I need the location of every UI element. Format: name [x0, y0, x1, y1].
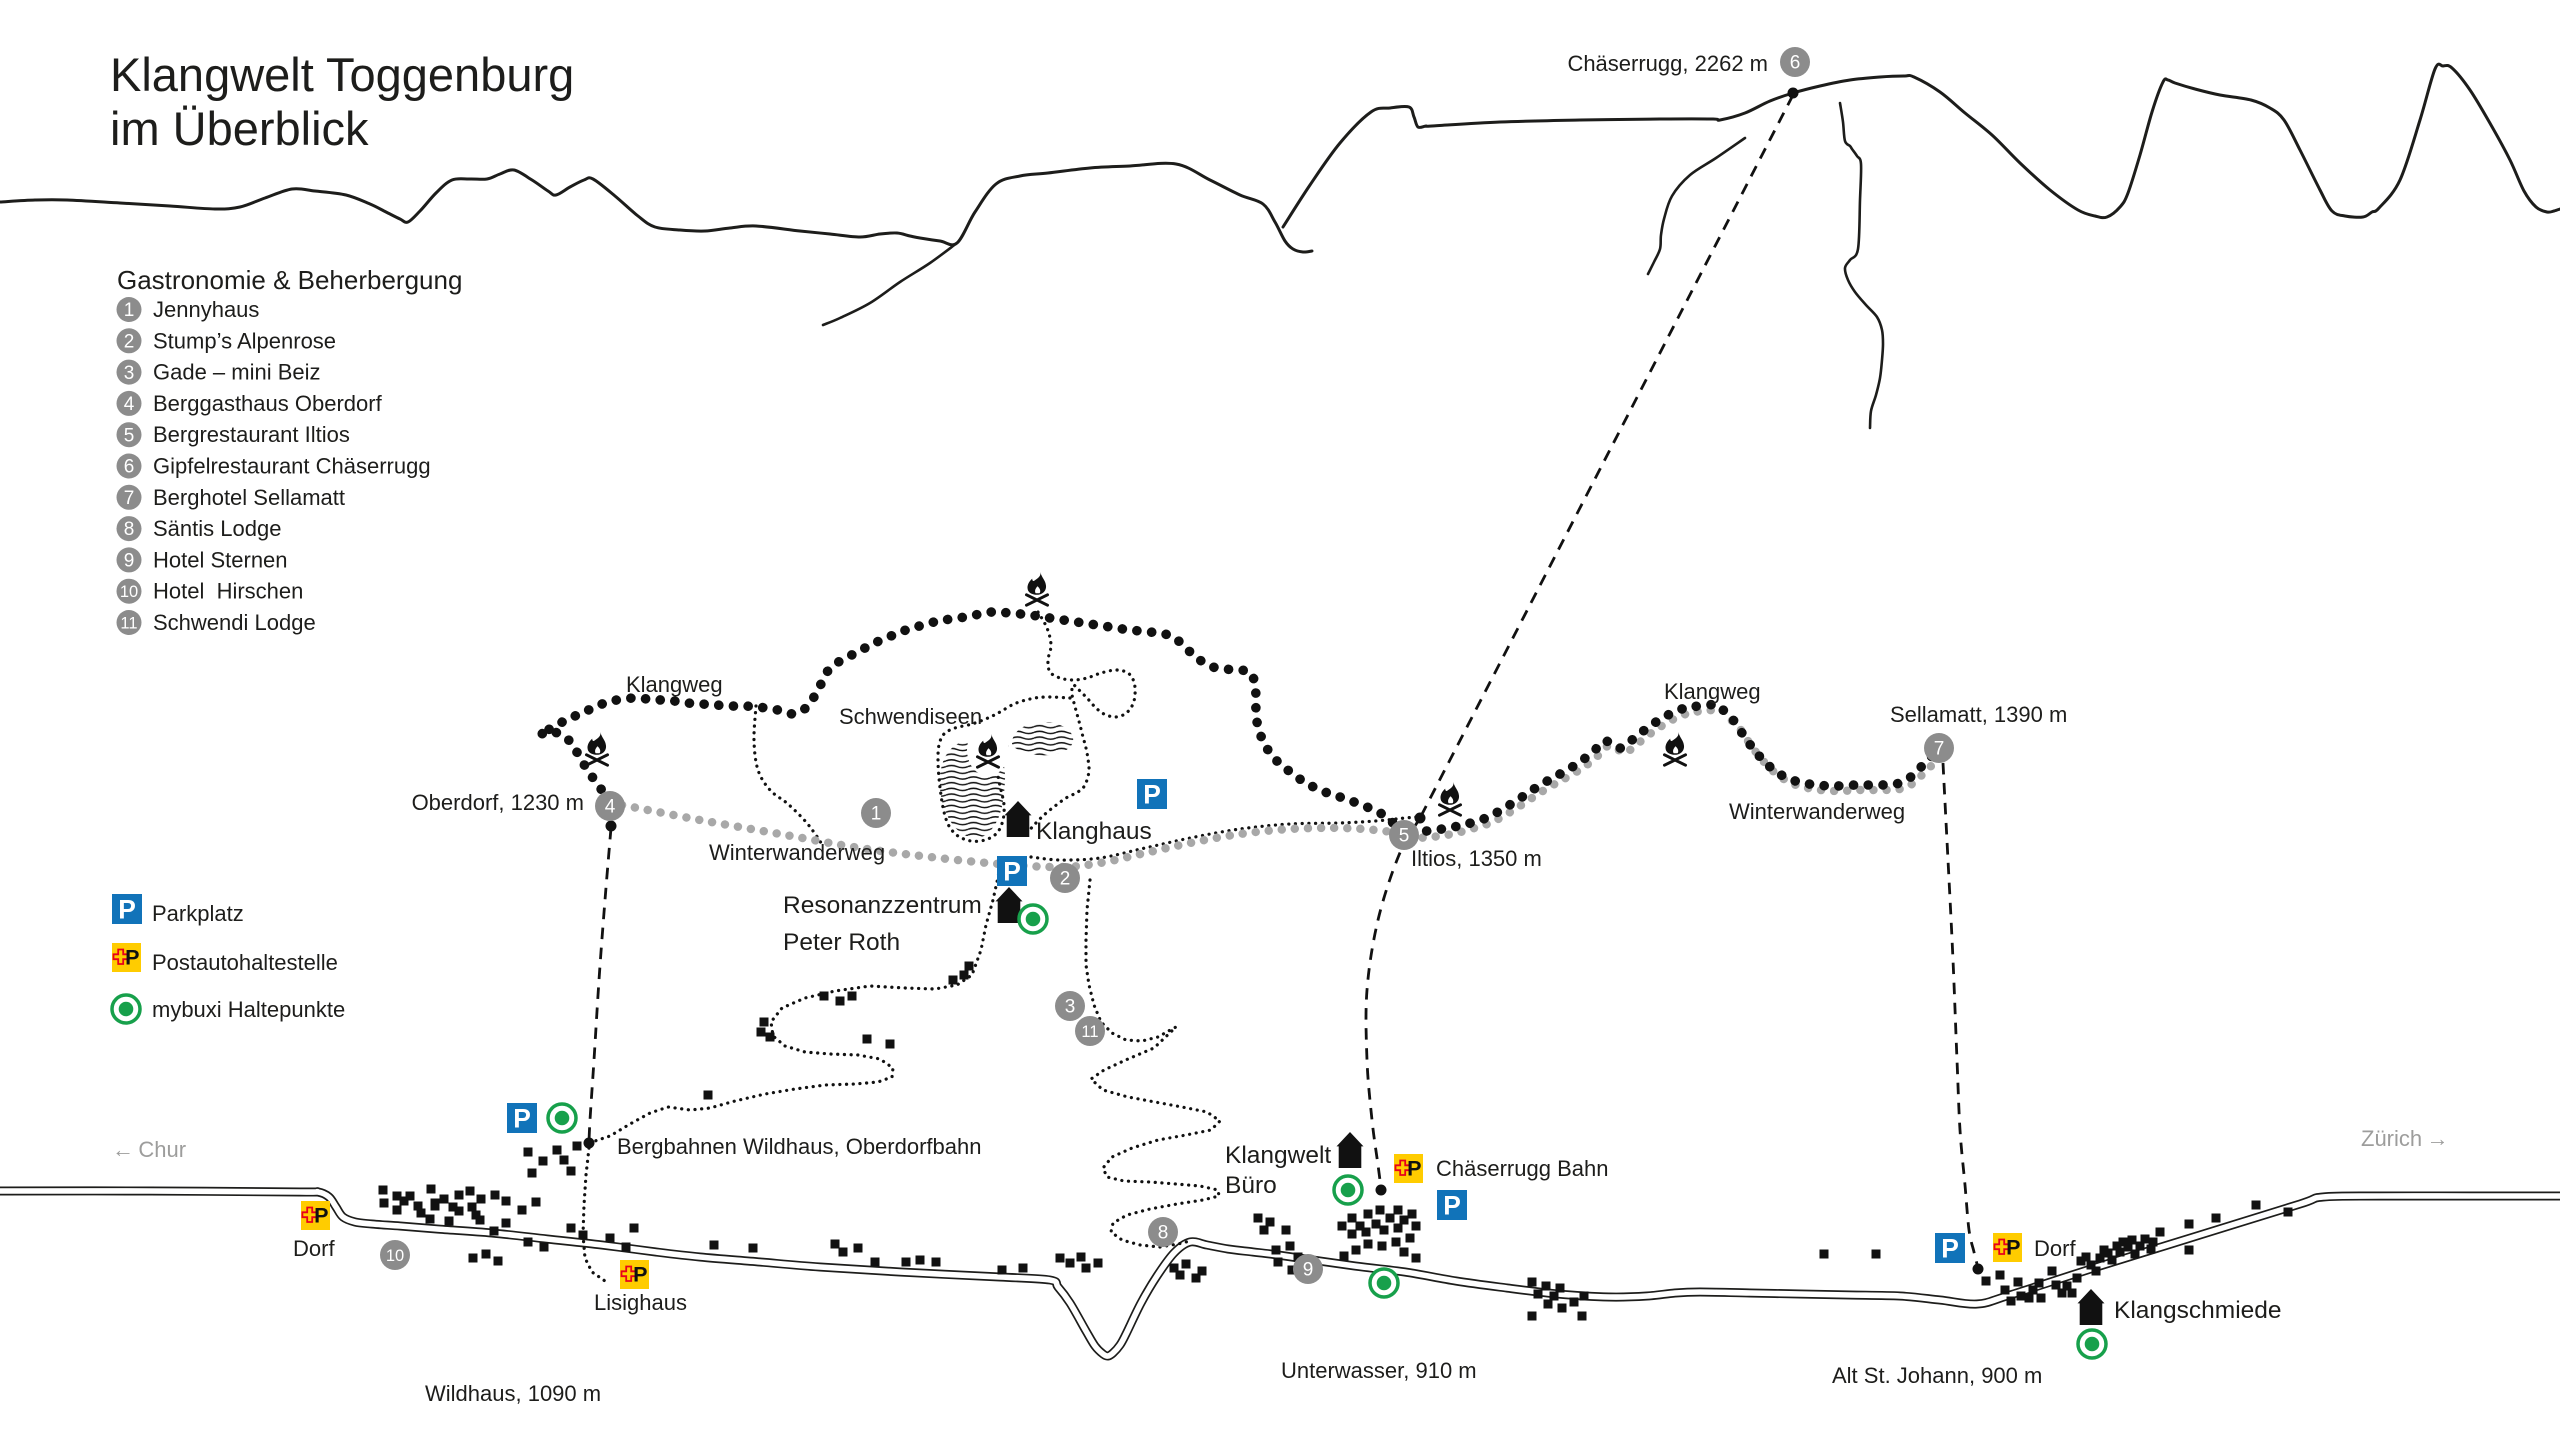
svg-text:Säntis Lodge: Säntis Lodge	[153, 516, 281, 541]
svg-text:P: P	[314, 1204, 328, 1228]
svg-text:P: P	[1443, 1191, 1461, 1221]
svg-text:10: 10	[120, 583, 138, 601]
svg-text:Klangwelt: Klangwelt	[1225, 1142, 1331, 1169]
svg-text:1: 1	[124, 300, 135, 321]
svg-text:Chäserrugg Bahn: Chäserrugg Bahn	[1436, 1156, 1608, 1181]
svg-text:11: 11	[120, 614, 137, 632]
svg-text:6: 6	[124, 457, 135, 478]
svg-text:7: 7	[1934, 739, 1945, 760]
svg-text:P: P	[1941, 1234, 1959, 1264]
svg-text:Winterwanderweg: Winterwanderweg	[1729, 799, 1905, 824]
svg-text:Klangschmiede: Klangschmiede	[2114, 1297, 2282, 1324]
svg-text:P: P	[1407, 1157, 1421, 1181]
svg-text:Klanghaus: Klanghaus	[1036, 818, 1152, 845]
svg-text:Iltios, 1350 m: Iltios, 1350 m	[1411, 846, 1542, 871]
svg-text:Chäserrugg, 2262 m: Chäserrugg, 2262 m	[1567, 51, 1768, 76]
svg-text:9: 9	[1303, 1260, 1314, 1281]
svg-text:Klangwelt Toggenburg: Klangwelt Toggenburg	[110, 48, 574, 101]
svg-text:Oberdorf, 1230 m: Oberdorf, 1230 m	[412, 790, 584, 815]
svg-text:P: P	[125, 946, 139, 970]
svg-text:Stump’s Alpenrose: Stump’s Alpenrose	[153, 328, 336, 353]
svg-text:8: 8	[1158, 1223, 1169, 1244]
svg-text:6: 6	[1790, 53, 1801, 74]
svg-text:5: 5	[1399, 826, 1410, 847]
svg-text:3: 3	[124, 363, 135, 384]
svg-text:8: 8	[124, 519, 135, 540]
svg-text:Hotel Hirschen: Hotel Hirschen	[153, 579, 303, 604]
svg-text:Wildhaus, 1090 m: Wildhaus, 1090 m	[425, 1381, 601, 1406]
svg-text:4: 4	[124, 394, 135, 415]
svg-text:Jennyhaus: Jennyhaus	[153, 297, 259, 322]
svg-text:Berghotel Sellamatt: Berghotel Sellamatt	[153, 485, 345, 510]
svg-text:Dorf: Dorf	[2034, 1236, 2076, 1261]
svg-text:Sellamatt, 1390 m: Sellamatt, 1390 m	[1890, 702, 2067, 727]
svg-text:1: 1	[871, 804, 882, 825]
svg-text:Schwendi Lodge: Schwendi Lodge	[153, 610, 316, 635]
svg-text:9: 9	[124, 551, 135, 572]
svg-text:2: 2	[124, 331, 135, 352]
svg-text:Klangweg: Klangweg	[1664, 679, 1761, 704]
svg-text:Büro: Büro	[1225, 1172, 1277, 1199]
svg-text:Gastronomie & Beherbergung: Gastronomie & Beherbergung	[117, 265, 462, 295]
svg-text:← Chur: ← Chur	[112, 1137, 186, 1162]
svg-text:Resonanzzentrum: Resonanzzentrum	[783, 892, 982, 919]
svg-text:Bergrestaurant Iltios: Bergrestaurant Iltios	[153, 422, 350, 447]
svg-text:10: 10	[386, 1247, 404, 1265]
svg-text:Dorf: Dorf	[293, 1236, 335, 1261]
svg-text:Winterwanderweg: Winterwanderweg	[709, 840, 885, 865]
svg-text:Gade – mini Beiz: Gade – mini Beiz	[153, 360, 321, 385]
svg-text:Parkplatz: Parkplatz	[152, 901, 244, 926]
svg-text:Klangweg: Klangweg	[626, 672, 723, 697]
svg-text:7: 7	[124, 488, 135, 509]
svg-text:P: P	[633, 1263, 647, 1287]
svg-text:Lisighaus: Lisighaus	[594, 1290, 687, 1315]
svg-text:Alt St. Johann, 900 m: Alt St. Johann, 900 m	[1832, 1363, 2042, 1388]
svg-text:11: 11	[1081, 1023, 1098, 1041]
svg-text:Berggasthaus Oberdorf: Berggasthaus Oberdorf	[153, 391, 383, 416]
svg-text:3: 3	[1065, 997, 1076, 1018]
svg-text:P: P	[118, 895, 136, 925]
svg-text:Hotel Sternen: Hotel Sternen	[153, 547, 288, 572]
svg-text:Zürich →: Zürich →	[2361, 1126, 2449, 1151]
svg-text:P: P	[2006, 1236, 2020, 1260]
svg-text:P: P	[513, 1104, 531, 1134]
svg-text:mybuxi Haltepunkte: mybuxi Haltepunkte	[152, 997, 345, 1022]
svg-text:Peter Roth: Peter Roth	[783, 929, 900, 956]
svg-text:2: 2	[1060, 869, 1071, 890]
svg-text:P: P	[1143, 780, 1161, 810]
svg-text:Schwendiseen: Schwendiseen	[839, 704, 982, 729]
svg-text:P: P	[1003, 857, 1021, 887]
svg-text:Postautohaltestelle: Postautohaltestelle	[152, 950, 338, 975]
svg-text:Unterwasser, 910 m: Unterwasser, 910 m	[1281, 1358, 1477, 1383]
svg-text:Bergbahnen Wildhaus, Oberdorfb: Bergbahnen Wildhaus, Oberdorfbahn	[617, 1134, 981, 1159]
svg-text:5: 5	[124, 425, 135, 446]
svg-text:4: 4	[605, 797, 616, 818]
svg-text:im Überblick: im Überblick	[110, 102, 369, 155]
svg-text:Gipfelrestaurant Chäserrugg: Gipfelrestaurant Chäserrugg	[153, 454, 431, 479]
